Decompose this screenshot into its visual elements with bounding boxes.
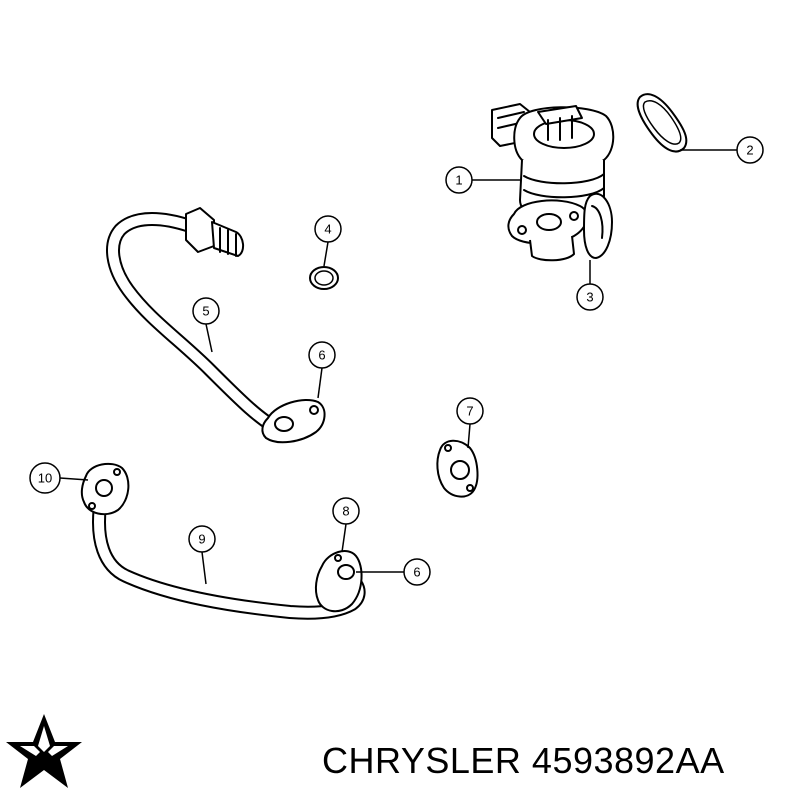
callout-6-upper: 6 bbox=[308, 341, 336, 369]
svg-text:5: 5 bbox=[202, 304, 209, 319]
svg-text:8: 8 bbox=[342, 504, 349, 519]
egr-valve-part-1 bbox=[491, 103, 615, 262]
svg-text:1: 1 bbox=[455, 173, 462, 188]
gasket-part-2 bbox=[636, 93, 688, 153]
callout-8: 8 bbox=[332, 497, 360, 525]
svg-text:10: 10 bbox=[38, 471, 52, 486]
callout-6-lower: 6 bbox=[403, 558, 431, 586]
egr-tube-part-9 bbox=[80, 462, 366, 620]
pentastar-logo-icon bbox=[6, 714, 82, 788]
callout-4: 4 bbox=[314, 215, 342, 243]
svg-text:3: 3 bbox=[586, 290, 593, 305]
callout-3: 3 bbox=[576, 283, 604, 311]
brand-name: CHRYSLER bbox=[322, 740, 522, 781]
o-ring-part-4 bbox=[309, 266, 339, 290]
callout-7: 7 bbox=[456, 397, 484, 425]
svg-text:6: 6 bbox=[413, 565, 420, 580]
svg-text:7: 7 bbox=[466, 404, 473, 419]
leader-lines bbox=[59, 149, 737, 585]
svg-text:4: 4 bbox=[324, 222, 331, 237]
egr-tube-part-5 bbox=[106, 207, 326, 444]
callout-2: 2 bbox=[736, 136, 764, 164]
callout-5: 5 bbox=[192, 297, 220, 325]
svg-text:6: 6 bbox=[318, 348, 325, 363]
callout-10: 10 bbox=[29, 462, 61, 494]
part-number: 4593892AA bbox=[531, 740, 725, 781]
callout-1: 1 bbox=[445, 166, 473, 194]
gasket-part-7 bbox=[436, 439, 479, 498]
part-caption: CHRYSLER 4593892AA bbox=[322, 740, 725, 782]
svg-text:2: 2 bbox=[746, 143, 753, 158]
callout-9: 9 bbox=[188, 525, 216, 553]
svg-text:9: 9 bbox=[198, 532, 205, 547]
